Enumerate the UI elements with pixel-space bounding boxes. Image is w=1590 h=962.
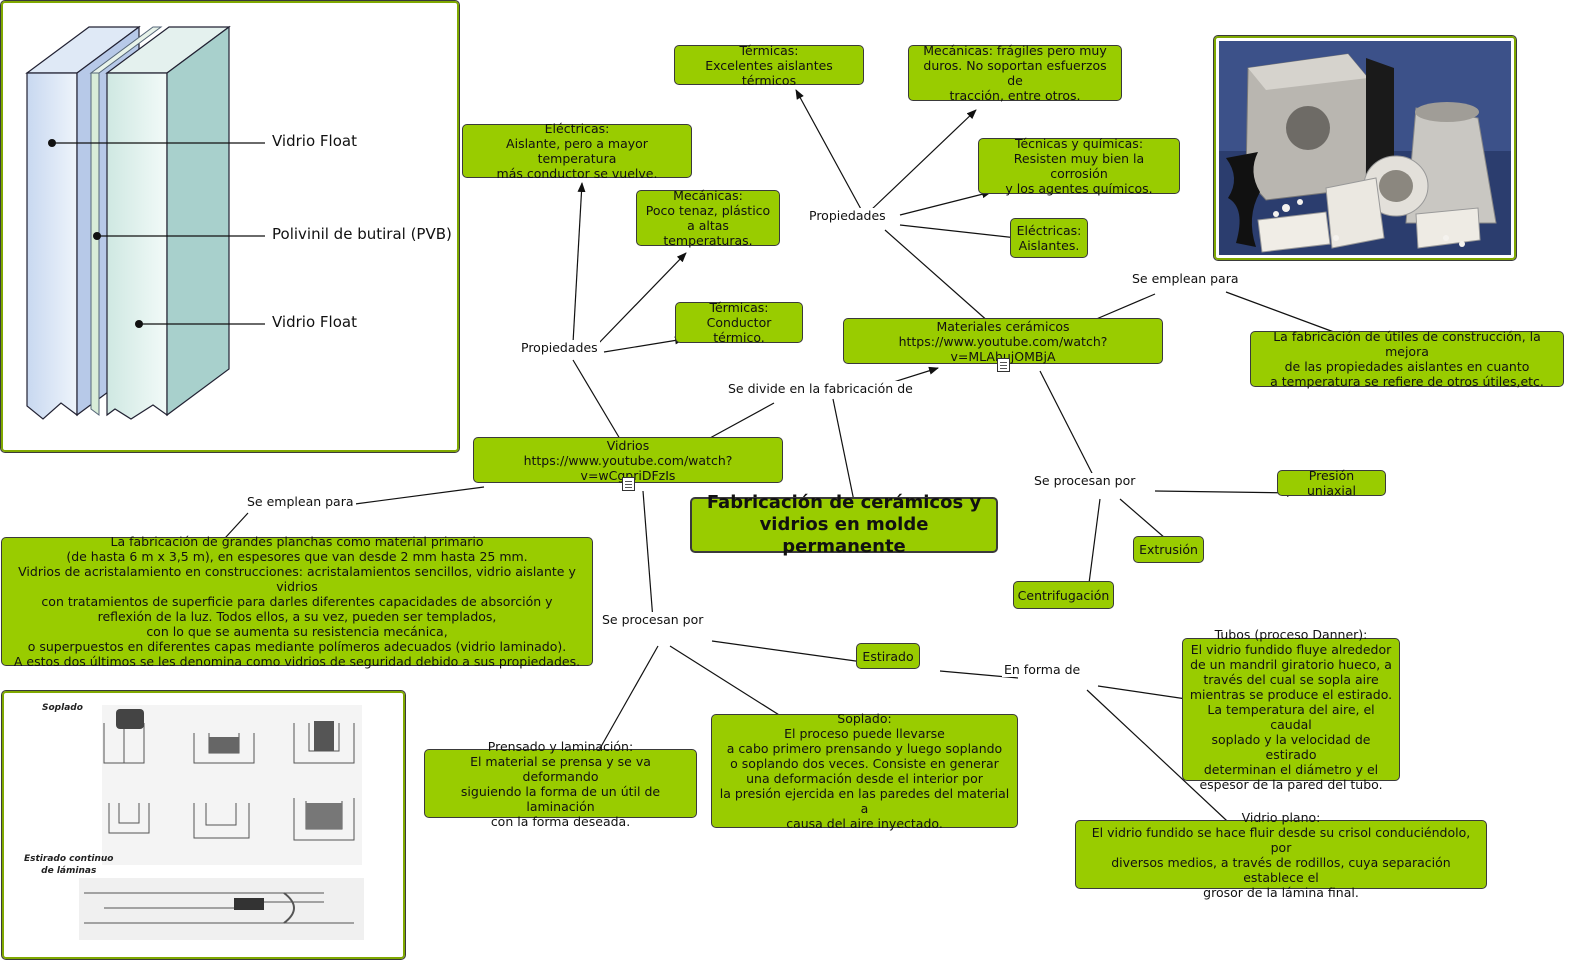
link-label-ceramicos-propiedades: Propiedades [807,208,888,223]
process-title-drawing: Estirado continuo de láminas [24,854,114,876]
node-vidrio-plano[interactable]: Vidrio plano: El vidrio fundido se hace … [1075,810,1487,900]
ceramics-photo-panel [1213,35,1517,261]
link-label-forma-de: En forma de [1002,662,1083,677]
node-prensado[interactable]: Prensado y laminación: El material se pr… [424,739,697,829]
node-centrifugacion[interactable]: Centrifugación [1013,581,1114,609]
link-label-vidrios-procesan: Se procesan por [600,612,706,627]
laminated-glass-image-panel: Vidrio Float Polivinil de butiral (PVB) … [0,0,460,453]
node-soplado[interactable]: Soplado: El proceso puede llevarse a cab… [711,711,1018,831]
node-ceramicos-electricas[interactable]: Eléctricas: Aislantes. [1010,218,1088,258]
node-ceramicos-termicas[interactable]: Térmicas: Excelentes aislantes térmicos [674,43,864,88]
blowing-and-drawing-sketch [79,705,364,940]
laminated-glass-illustration [25,25,265,420]
node-materiales-ceramicos[interactable]: Materiales cerámicos https://www.youtube… [843,318,1163,364]
node-vidrios-electricas[interactable]: Eléctricas: Aislante, pero a mayor tempe… [462,121,692,181]
node-ceramicos-mecanicas[interactable]: Mecánicas: frágiles pero muy duros. No s… [908,43,1122,103]
node-vidrios-mecanicas[interactable]: Mecánicas: Poco tenaz, plástico a altas … [636,188,780,248]
link-label-vidrios-emplean: Se emplean para [245,494,356,509]
node-estirado[interactable]: Estirado [856,643,920,669]
link-label-vidrios-propiedades: Propiedades [519,340,600,355]
node-presion-uniaxial[interactable]: Presión uniaxial [1277,468,1386,498]
ceramic-pieces-photo [1219,41,1511,255]
node-vidrios[interactable]: Vidrios https://www.youtube.com/watch?v=… [473,437,783,483]
node-tubos-danner[interactable]: Tubos (proceso Danner): El vidrio fundid… [1182,627,1400,792]
glass-label-pvb: Polivinil de butiral (PVB) [272,225,452,243]
link-label-divide: Se divide en la fabricación de [726,381,915,396]
node-vidrios-termicas[interactable]: Térmicas: Conductor térmico. [675,300,803,345]
main-topic-node[interactable]: Fabricación de cerámicos y vidrios en mo… [690,492,998,557]
link-label-ceramicos-emplean: Se emplean para [1130,271,1241,286]
process-diagram-panel: Soplado Estirado continuo de láminas [1,690,406,960]
link-label-ceramicos-procesan: Se procesan por [1032,473,1138,488]
process-title-blowing: Soplado [42,703,83,713]
doc-icon[interactable] [997,358,1010,372]
node-vidrios-emplean[interactable]: La fabricación de grandes planchas como … [1,534,593,669]
node-extrusion[interactable]: Extrusión [1133,536,1204,563]
glass-label-float-bottom: Vidrio Float [272,313,357,331]
glass-label-float-top: Vidrio Float [272,132,357,150]
node-ceramicos-tecnicas[interactable]: Técnicas y químicas: Resisten muy bien l… [978,136,1180,196]
doc-icon[interactable] [622,477,635,491]
node-ceramicos-emplean[interactable]: La fabricación de útiles de construcción… [1250,329,1564,389]
